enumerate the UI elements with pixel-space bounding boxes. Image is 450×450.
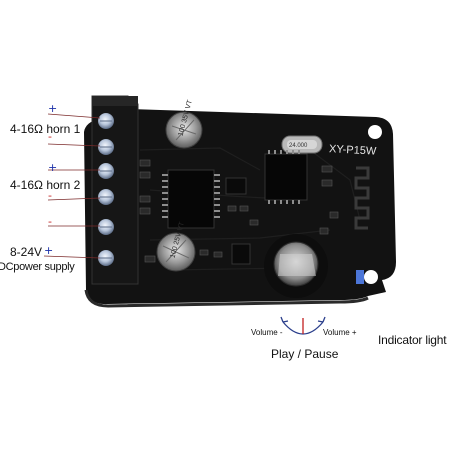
smd-chip-small: [231, 243, 251, 265]
indicator-light-label: Indicator light: [378, 333, 447, 347]
volume-plus-label: Volume +: [323, 328, 357, 337]
volume-minus-label: Volume -: [251, 328, 283, 337]
power-supply-label: DCpower supply: [0, 261, 75, 273]
polarity-minus-1: -: [48, 130, 52, 143]
capacitor-top: [165, 111, 203, 149]
board-model: XY-P15W: [329, 143, 377, 157]
horn2-label: 4-16Ω horn 2: [10, 178, 81, 192]
capacitor-bottom: [156, 232, 196, 272]
smd-chip-small: [225, 177, 247, 195]
mounting-hole-icon: [364, 270, 378, 284]
polarity-plus-3: +: [44, 244, 54, 257]
power-voltage-label: 8-24V: [10, 245, 43, 259]
polarity-plus-1: +: [48, 102, 58, 115]
bluetooth-chip: [264, 153, 308, 201]
polarity-minus-2: -: [48, 189, 52, 202]
rotation-arrow-icon: [280, 316, 326, 335]
polarity-plus-2: +: [48, 161, 58, 174]
horn1-label: 4-16Ω horn 1: [10, 122, 81, 136]
crystal-text: 24.000: [289, 143, 308, 149]
polarity-minus-3: -: [48, 215, 52, 228]
volume-knob[interactable]: [264, 234, 328, 298]
play-pause-label: Play / Pause: [271, 347, 339, 361]
indicator-led: [356, 270, 364, 284]
antenna-trace: [354, 166, 370, 230]
mounting-hole-icon: [368, 125, 382, 139]
amplifier-chip: [167, 169, 215, 229]
